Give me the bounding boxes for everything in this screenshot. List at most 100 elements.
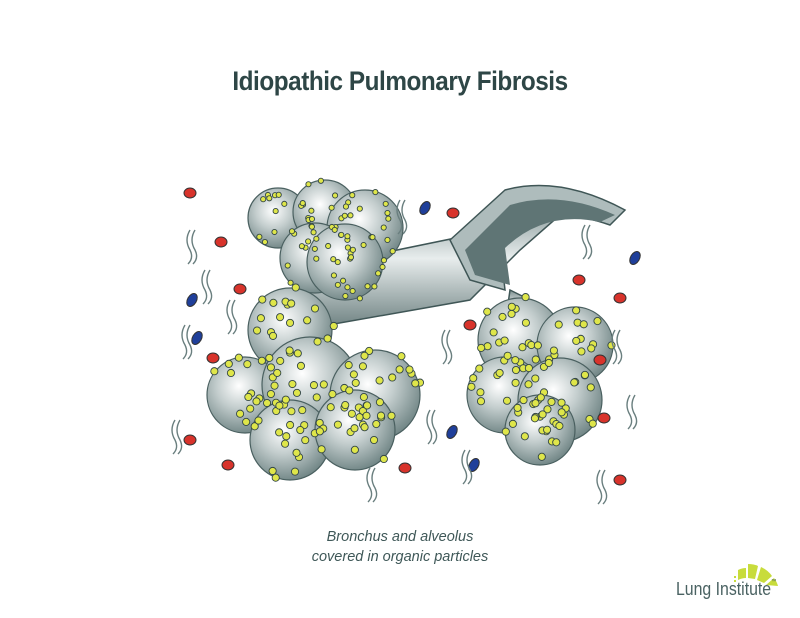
organic-particle xyxy=(587,344,596,353)
red-blood-cell xyxy=(233,283,247,295)
organic-particle xyxy=(356,295,363,302)
organic-particle xyxy=(389,248,396,255)
organic-particle xyxy=(275,428,284,437)
fibrosis-fiber xyxy=(631,394,638,430)
organic-particle xyxy=(365,346,374,356)
organic-particle xyxy=(360,423,369,432)
organic-particle xyxy=(388,373,397,382)
organic-particle xyxy=(570,378,579,387)
organic-particle xyxy=(533,341,542,350)
organic-particle xyxy=(330,256,337,263)
organic-particle xyxy=(266,389,275,399)
fibrosis-fiber xyxy=(181,324,188,360)
fibrosis-fiber xyxy=(171,419,178,455)
red-blood-cell xyxy=(206,352,220,364)
fibrosis-fiber xyxy=(581,224,588,260)
organic-particle xyxy=(345,386,354,395)
organic-particle xyxy=(350,445,359,454)
organic-particle xyxy=(375,398,384,407)
organic-particle xyxy=(543,425,552,434)
organic-particle xyxy=(226,368,235,378)
organic-particle xyxy=(536,393,545,402)
organic-particle xyxy=(350,424,359,433)
organic-particle xyxy=(292,448,301,457)
organic-particle xyxy=(334,281,341,288)
red-blood-cell xyxy=(572,274,586,286)
organic-particle xyxy=(372,189,379,196)
organic-particle xyxy=(351,378,360,387)
organic-particle xyxy=(501,427,510,436)
organic-particle xyxy=(349,246,356,253)
organic-particle xyxy=(301,436,310,445)
red-blood-cell xyxy=(593,354,607,366)
fibrosis-fiber xyxy=(611,329,618,365)
organic-particle xyxy=(330,272,337,279)
organic-particle xyxy=(531,399,540,408)
organic-particle xyxy=(384,236,391,243)
fibrosis-fiber xyxy=(441,329,448,365)
fibrosis-fiber xyxy=(186,324,193,360)
organic-particle xyxy=(531,374,540,383)
fibrosis-fiber xyxy=(371,467,378,503)
organic-particle xyxy=(296,361,306,370)
organic-particle xyxy=(256,314,265,323)
organic-particle xyxy=(380,224,387,231)
organic-particle xyxy=(531,355,540,364)
organic-particle xyxy=(379,454,388,464)
organic-particle xyxy=(371,283,378,290)
organic-particle xyxy=(469,374,478,383)
organic-particle xyxy=(498,312,507,321)
organic-particle xyxy=(293,349,302,358)
page-title: Idiopathic Pulmonary Fibrosis xyxy=(232,66,568,96)
organic-particle xyxy=(254,416,263,425)
organic-particle xyxy=(313,255,320,262)
fibrosis-fiber xyxy=(461,449,468,485)
organic-particle xyxy=(315,427,324,436)
organic-particle xyxy=(349,370,358,379)
fibrosis-fiber xyxy=(446,329,453,365)
organic-particle xyxy=(299,200,306,207)
fibrosis-fiber xyxy=(231,299,238,335)
organic-particle xyxy=(298,406,307,415)
organic-particle xyxy=(588,419,597,428)
organic-particle xyxy=(507,309,516,318)
organic-particle xyxy=(224,359,233,368)
organic-particle xyxy=(266,195,273,202)
fibrosis-fiber xyxy=(586,224,593,260)
organic-particle xyxy=(369,234,376,241)
organic-particle xyxy=(397,352,406,361)
organic-particle xyxy=(375,270,382,277)
organic-particle xyxy=(344,361,353,370)
organic-particle xyxy=(372,419,381,429)
organic-particle xyxy=(360,241,367,249)
organic-particle xyxy=(309,381,319,390)
fibrosis-fiber xyxy=(431,409,438,445)
blue-cell xyxy=(419,201,431,215)
organic-particle xyxy=(358,362,367,371)
organic-particle xyxy=(303,316,312,325)
logo-arc-icon xyxy=(734,564,778,586)
organic-particle xyxy=(349,192,356,199)
fibrosis-fiber xyxy=(596,469,603,505)
organic-particle xyxy=(555,421,564,430)
organic-particle xyxy=(296,425,305,435)
organic-particle xyxy=(246,404,255,413)
lung-institute-logo[interactable]: Lung Institute™ xyxy=(676,556,786,602)
organic-particle xyxy=(326,403,335,412)
organic-particle xyxy=(311,245,318,252)
red-blood-cell xyxy=(613,474,627,486)
organic-particle xyxy=(520,432,529,441)
organic-particle xyxy=(286,420,295,430)
organic-particle xyxy=(552,438,561,447)
red-blood-cell xyxy=(183,187,197,199)
organic-particle xyxy=(593,316,602,326)
organic-particle xyxy=(338,231,345,238)
fibrosis-fiber xyxy=(186,229,193,265)
caption: Bronchus and alveolus covered in organic… xyxy=(0,527,800,567)
organic-particle xyxy=(359,393,368,402)
organic-particle xyxy=(347,254,355,261)
organic-particle xyxy=(298,243,305,250)
organic-particle xyxy=(518,343,527,352)
blue-cell xyxy=(629,251,641,265)
